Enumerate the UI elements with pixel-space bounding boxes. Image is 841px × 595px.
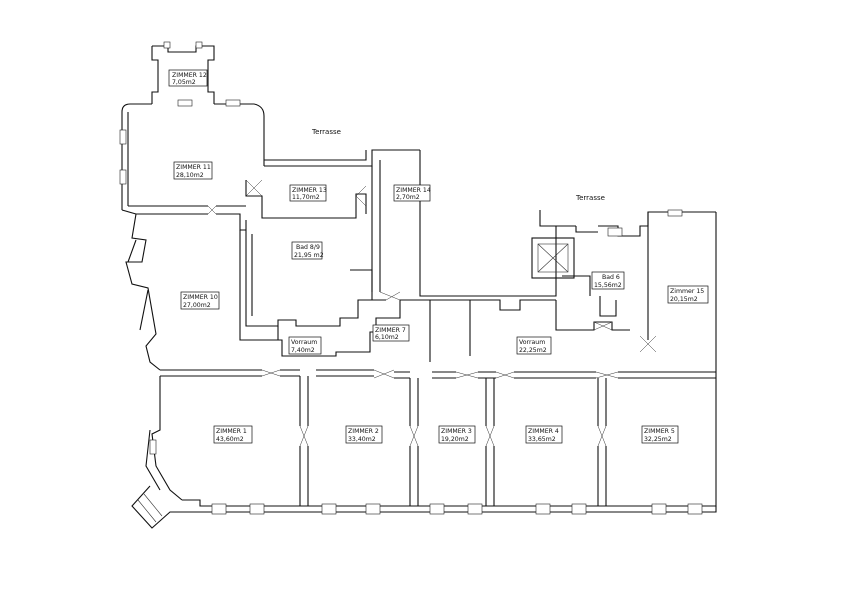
- doors: [207, 179, 657, 447]
- walls: [121, 45, 717, 529]
- room-area: 2,70m2: [396, 194, 420, 201]
- terrasse-label: Terrasse: [311, 128, 341, 136]
- room-name: ZIMMER 7: [375, 327, 406, 334]
- room-zimmer-10: ZIMMER 10 27,00m2: [180, 291, 220, 310]
- room-area: 7,05m2: [172, 79, 196, 86]
- room-area: 43,60m2: [216, 436, 244, 443]
- room-zimmer-2: ZIMMER 2 33,40m2: [345, 425, 383, 444]
- room-name: Vorraum: [291, 339, 317, 346]
- room-zimmer-14: ZIMMER 14 2,70m2: [393, 184, 431, 202]
- room-area: 28,10m2: [176, 172, 204, 179]
- room-zimmer-7: ZIMMER 7 6,10m2: [372, 324, 410, 342]
- room-zimmer-12: ZIMMER 12 7,05m2: [168, 69, 208, 87]
- room-name: ZIMMER 11: [176, 164, 211, 171]
- room-name: ZIMMER 2: [348, 428, 379, 435]
- room-area: 11,70m2: [292, 194, 320, 201]
- room-name: ZIMMER 14: [396, 187, 431, 194]
- terrasse-label: Terrasse: [575, 194, 605, 202]
- windows: [119, 41, 703, 515]
- room-area: 33,40m2: [348, 436, 376, 443]
- room-area: 7,40m2: [291, 347, 315, 354]
- room-bad-8-9: Bad 8/9 21,95 m2: [291, 241, 324, 260]
- room-area: 21,95 m2: [294, 252, 324, 259]
- room-name: ZIMMER 10: [183, 294, 218, 301]
- room-area: 19,20m2: [441, 436, 469, 443]
- room-zimmer-3: ZIMMER 3 19,20m2: [438, 425, 476, 444]
- room-zimmer-11: ZIMMER 11 28,10m2: [173, 161, 213, 180]
- room-area: 33,65m2: [528, 436, 556, 443]
- room-bad-6: Bad 6 15,56m2: [591, 271, 625, 290]
- room-zimmer-5: ZIMMER 5 32,25m2: [641, 425, 679, 444]
- room-zimmer-4: ZIMMER 4 33,65m2: [525, 425, 563, 444]
- room-vorraum-2: Vorraum 22,25m2: [516, 336, 552, 355]
- room-area: 6,10m2: [375, 334, 399, 341]
- room-name: ZIMMER 3: [441, 428, 472, 435]
- room-vorraum-1: Vorraum 7,40m2: [288, 336, 322, 355]
- room-name: ZIMMER 12: [172, 72, 207, 79]
- room-name: ZIMMER 1: [216, 428, 247, 435]
- room-area: 27,00m2: [183, 302, 211, 309]
- room-zimmer-13: ZIMMER 13 11,70m2: [289, 184, 327, 202]
- room-area: 32,25m2: [644, 436, 672, 443]
- room-zimmer-1: ZIMMER 1 43,60m2: [213, 425, 253, 444]
- room-name: ZIMMER 4: [528, 428, 559, 435]
- room-area: 20,15m2: [670, 296, 698, 303]
- room-zimmer-15: Zimmer 15 20,15m2: [667, 285, 709, 304]
- room-name: ZIMMER 5: [644, 428, 675, 435]
- room-area: 15,56m2: [594, 282, 622, 289]
- room-name: ZIMMER 13: [292, 187, 327, 194]
- room-name: Zimmer 15: [670, 288, 704, 295]
- room-name: Vorraum: [519, 339, 545, 346]
- room-name: Bad 8/9: [296, 244, 320, 251]
- room-area: 22,25m2: [519, 347, 547, 354]
- room-name: Bad 6: [602, 274, 620, 281]
